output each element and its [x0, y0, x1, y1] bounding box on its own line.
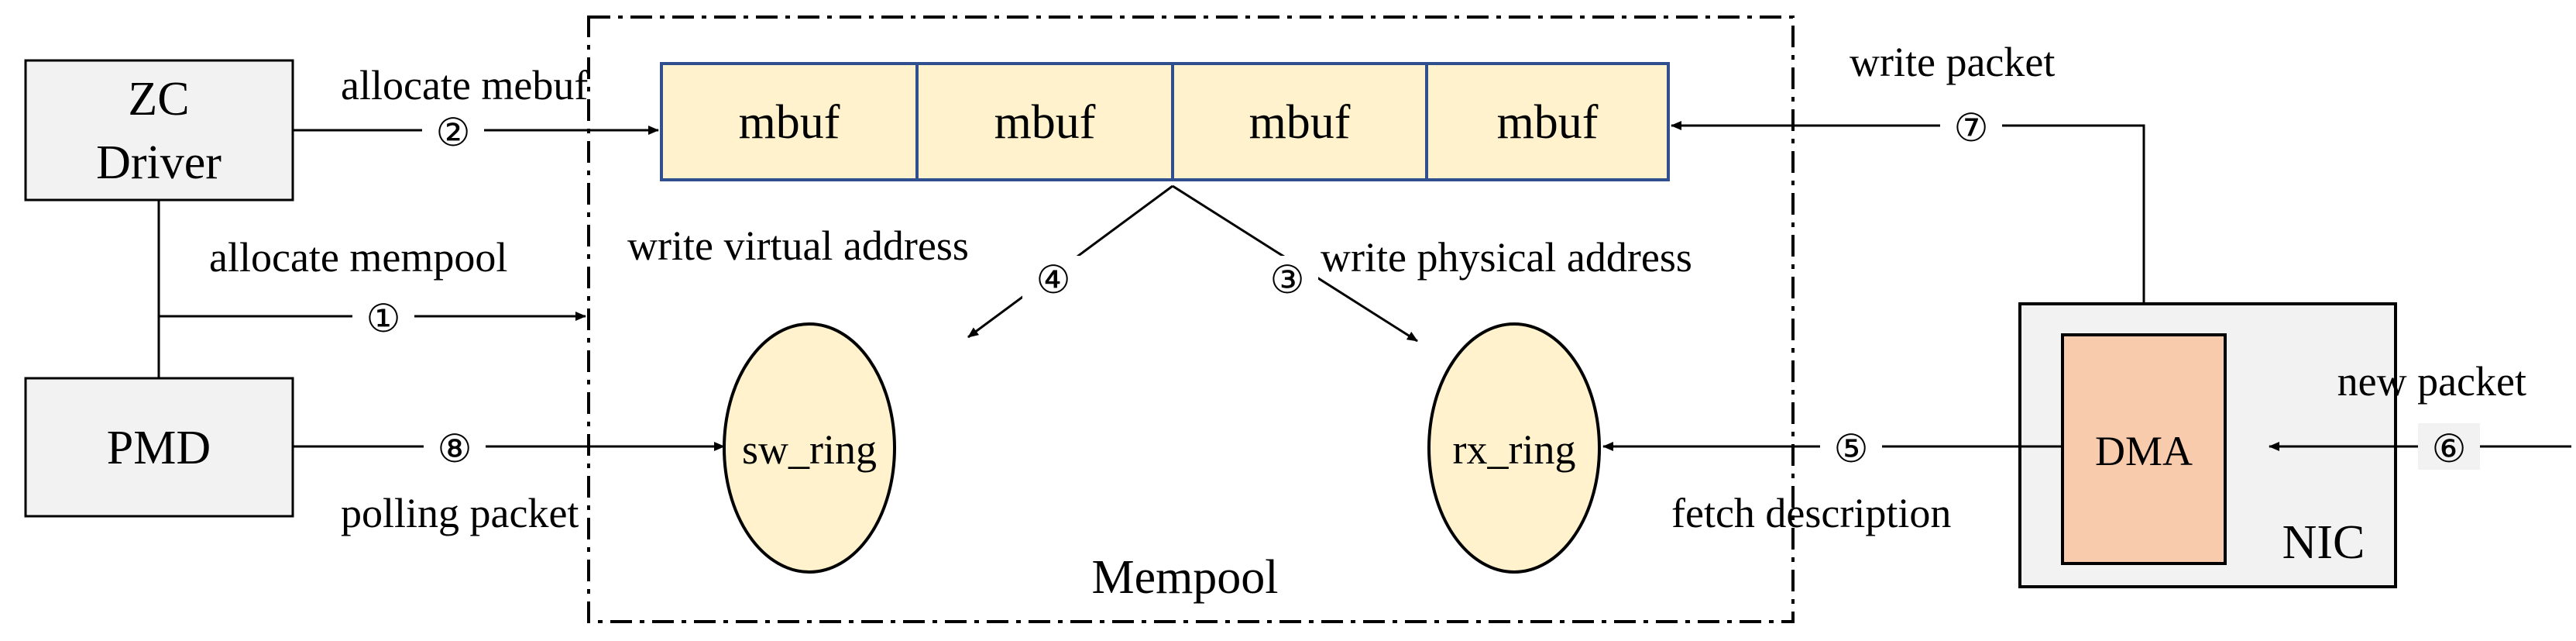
- rx-ring-label: rx_ring: [1453, 426, 1576, 473]
- step5-label: fetch description: [1671, 490, 1951, 536]
- step1-number-bg: [352, 293, 414, 339]
- mbuf-cell: [1425, 62, 1670, 181]
- step6-number: ⑥: [2432, 427, 2467, 470]
- mbuf-label: mbuf: [739, 96, 840, 149]
- dma-box: [2061, 333, 2227, 565]
- step5-number-bg: [1820, 423, 1882, 470]
- step8-number: ⑧: [438, 427, 472, 470]
- step2-number-bg: [422, 107, 484, 153]
- sw-ring-label: sw_ring: [742, 426, 877, 473]
- step3-number-bg: [1256, 256, 1318, 304]
- mbuf-cell: [915, 62, 1174, 181]
- step6-label: new packet: [2337, 358, 2526, 405]
- step2-label: allocate mebuf: [341, 62, 588, 109]
- dma-label: DMA: [2095, 428, 2193, 474]
- pmd-box: [24, 377, 294, 518]
- step3-label: write physical address: [1321, 234, 1692, 281]
- step7-arrow: [1671, 121, 2145, 304]
- step1-label: allocate mempool: [209, 234, 507, 281]
- mbuf-bar: mbuf mbuf mbuf mbuf: [660, 62, 1670, 181]
- step7-label: write packet: [1850, 39, 2055, 85]
- step4-number: ④: [1036, 258, 1071, 302]
- step1-number: ①: [366, 297, 401, 340]
- step8-label: polling packet: [341, 490, 579, 536]
- pmd-label: PMD: [107, 422, 211, 474]
- step3-number: ③: [1270, 258, 1305, 302]
- mbuf-cell: [660, 62, 919, 181]
- step5-number: ⑤: [1834, 427, 1869, 470]
- zc-driver-label-line2: Driver: [96, 136, 222, 189]
- rx-ring: [1427, 322, 1601, 574]
- nic-label: NIC: [2282, 516, 2365, 569]
- mbuf-label: mbuf: [1497, 96, 1599, 149]
- mbuf-label: mbuf: [1249, 96, 1351, 149]
- step7-number: ⑦: [1954, 106, 1989, 150]
- mempool-container: [587, 16, 1795, 623]
- step2-number: ②: [436, 111, 471, 154]
- mbuf-label: mbuf: [994, 96, 1096, 149]
- step4-label: write virtual address: [627, 222, 969, 269]
- step8-number-bg: [424, 423, 486, 470]
- step6-number-bg: [2418, 423, 2480, 470]
- step7-number-bg: [1940, 102, 2002, 149]
- mempool-label: Mempool: [1091, 551, 1278, 604]
- zc-driver-label-line1: ZC: [128, 73, 189, 126]
- step4-number-bg: [1022, 256, 1084, 302]
